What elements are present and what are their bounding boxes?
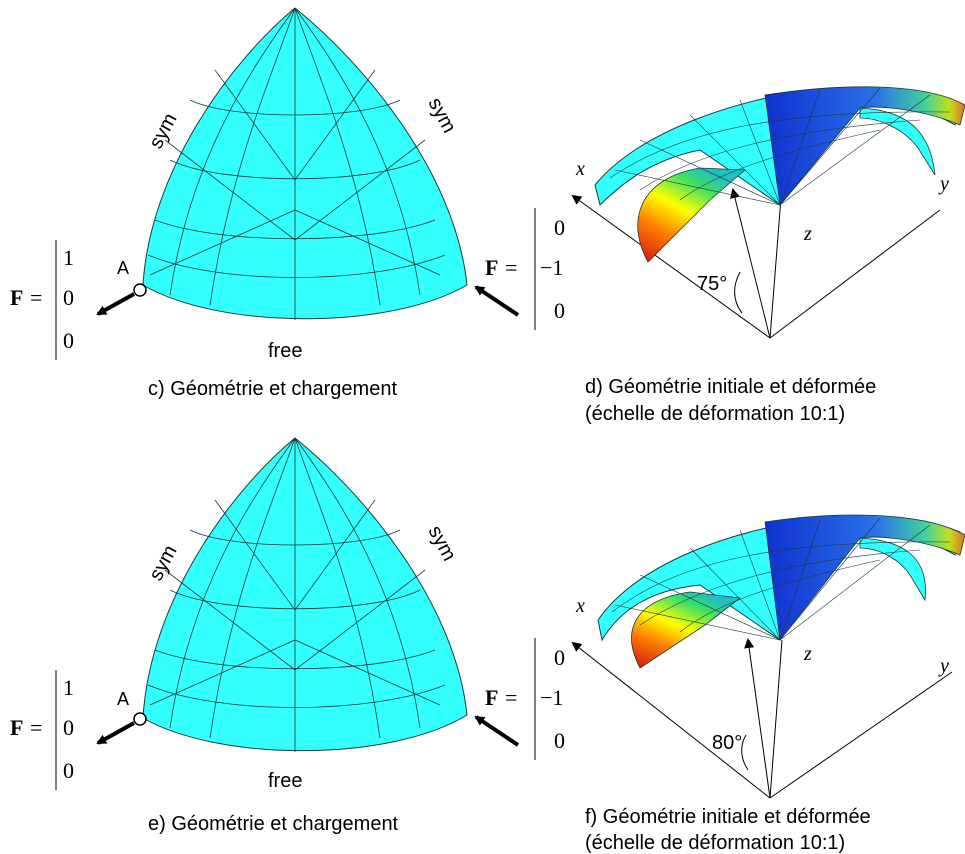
force-arrow-left (96, 292, 135, 316)
force-arrow-right (474, 715, 520, 747)
axis-z-label: z (803, 643, 812, 665)
force-equals: = (505, 255, 517, 280)
force-component-3: 0 (63, 328, 74, 353)
force-vector-left: F = 1 0 0 (10, 670, 74, 790)
panel-c: sym sym free A F = 1 0 0 F = 0 −1 0 c) G… (10, 7, 565, 400)
point-a-label: A (117, 258, 129, 278)
point-a-marker (133, 283, 147, 297)
angle-arc (734, 271, 743, 314)
z-axis (769, 184, 783, 339)
force-component-3: 0 (554, 298, 565, 323)
force-component-2: −1 (540, 255, 563, 280)
axis-y-label: y (938, 655, 949, 677)
force-symbol: F (10, 715, 23, 740)
axis-z-label: z (803, 223, 812, 245)
force-component-1: 1 (63, 245, 74, 270)
force-arrow-right (474, 285, 520, 317)
force-component-1: 1 (63, 675, 74, 700)
force-equals: = (30, 285, 42, 310)
spherical-shell-mesh (142, 437, 468, 752)
caption-f-line1: f) Géométrie initiale et déformée (585, 806, 871, 828)
caption-d-line2: (échelle de déformation 10:1) (585, 403, 845, 425)
angle-line (744, 638, 771, 799)
force-vector-left: F = 1 0 0 (10, 240, 74, 360)
point-a-label: A (117, 689, 129, 709)
z-axis (769, 639, 783, 799)
deformed-heat-region (637, 167, 747, 263)
sym-label-right: sym (424, 94, 461, 137)
force-equals: = (505, 685, 517, 710)
axis-y-label: y (938, 173, 949, 195)
force-component-3: 0 (63, 758, 74, 783)
angle-label: 75° (697, 273, 727, 295)
axis-x-label: x (575, 595, 585, 617)
y-axis (769, 671, 953, 799)
free-label: free (268, 340, 302, 362)
force-component-1: 0 (554, 215, 565, 240)
force-equals: = (30, 715, 42, 740)
force-vector-right: F = 0 −1 0 (485, 208, 565, 330)
axis-x-label: x (575, 158, 585, 180)
deformed-heat-region (631, 591, 742, 669)
mesh-grid (611, 517, 951, 641)
mesh-grid (609, 87, 951, 206)
spherical-shell-mesh (142, 7, 468, 320)
sym-label-left: sym (145, 542, 182, 585)
x-axis (571, 194, 771, 339)
x-axis (571, 641, 771, 799)
panel-e: sym sym free A F = 1 0 0 F = 0 −1 0 e) G… (10, 437, 565, 835)
force-vector-right: F = 0 −1 0 (485, 638, 565, 760)
force-symbol: F (10, 285, 23, 310)
caption-d-line1: d) Géométrie initiale et déformée (585, 376, 876, 398)
force-component-3: 0 (554, 728, 565, 753)
force-component-2: 0 (63, 715, 74, 740)
mesh-grid (147, 437, 446, 752)
mesh-grid (147, 7, 446, 320)
force-component-2: −1 (540, 685, 563, 710)
panel-d: x y z 75° d) Géométrie initiale et défor… (571, 86, 965, 425)
force-symbol: F (485, 685, 498, 710)
panel-f: x y z 80° f) Géométrie initiale et défor… (571, 514, 965, 854)
force-component-2: 0 (63, 285, 74, 310)
sym-label-left: sym (145, 110, 182, 153)
force-symbol: F (485, 255, 498, 280)
caption-f-line2: (échelle de déformation 10:1) (585, 832, 845, 854)
free-label: free (268, 770, 302, 792)
right-flap (859, 537, 926, 602)
y-axis (769, 209, 941, 339)
angle-arc (741, 734, 749, 771)
angle-line (730, 188, 771, 339)
sym-label-right: sym (424, 522, 461, 565)
caption-e: e) Géométrie et chargement (148, 813, 399, 835)
angle-label: 80° (712, 732, 742, 754)
force-component-1: 0 (554, 645, 565, 670)
force-arrow-left (96, 721, 135, 745)
caption-c: c) Géométrie et chargement (148, 378, 397, 400)
point-a-marker (133, 712, 147, 726)
right-flap (859, 107, 936, 176)
